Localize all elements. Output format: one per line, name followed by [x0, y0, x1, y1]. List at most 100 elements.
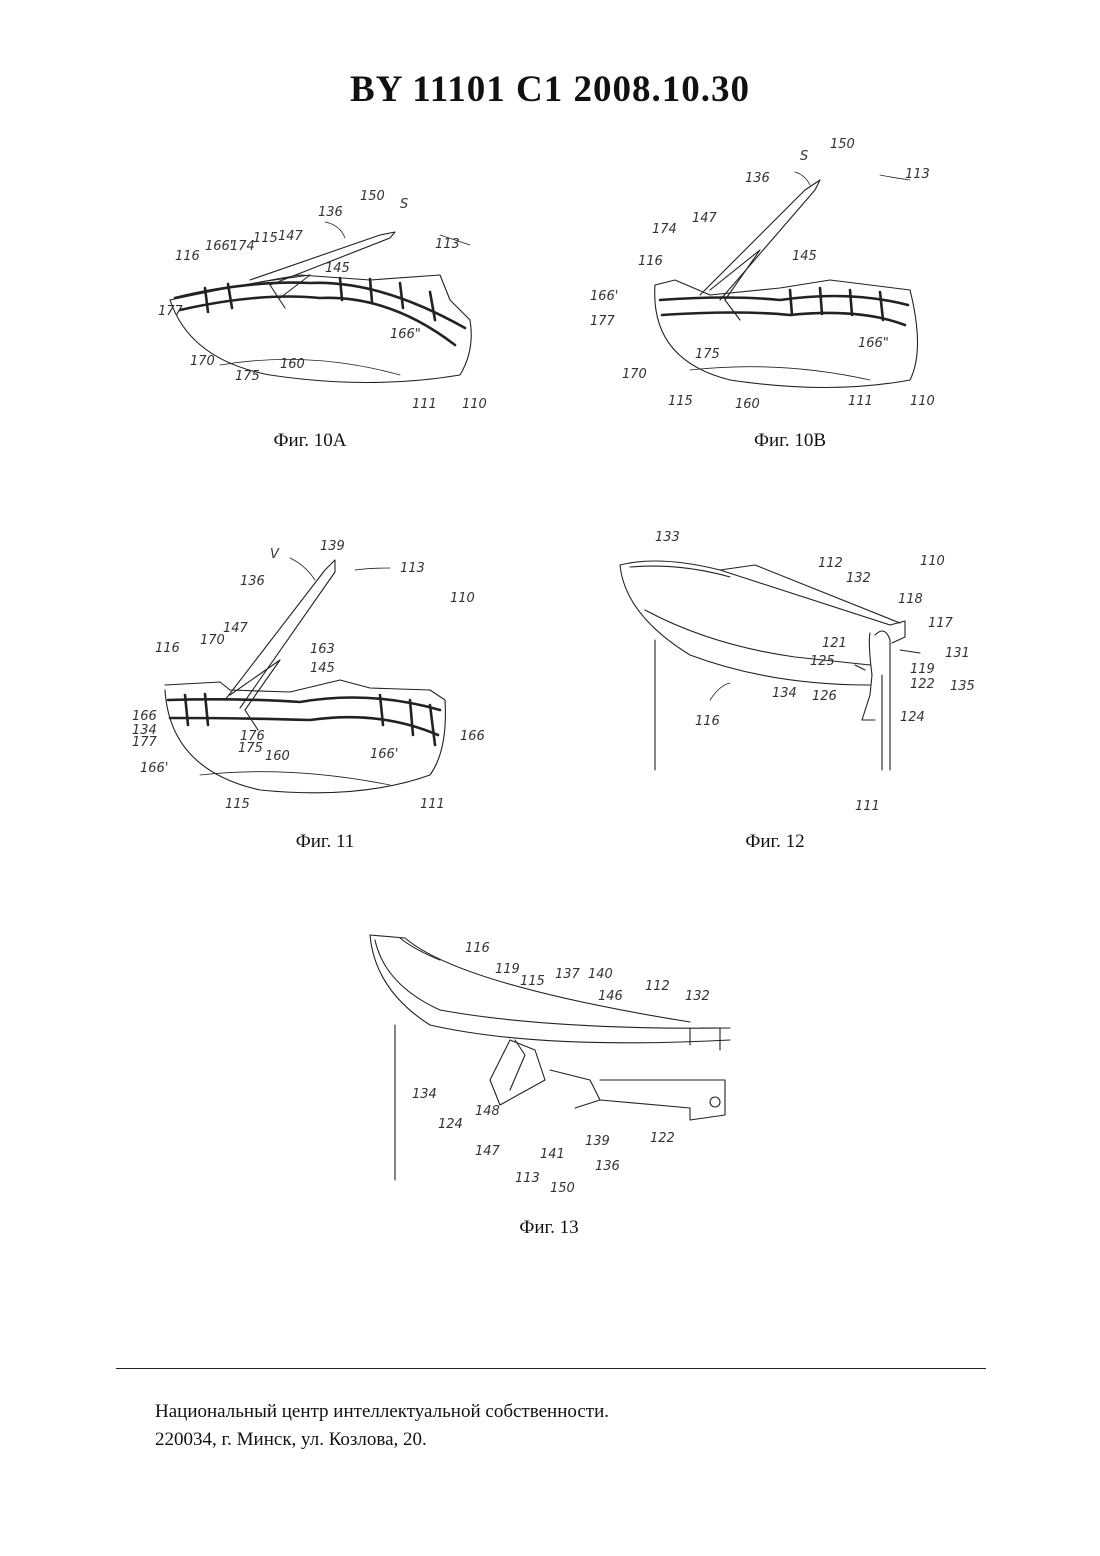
- fig10a-label: 116: [175, 249, 200, 264]
- fig10a-label: 145: [325, 261, 350, 276]
- fig12-label: 117: [928, 616, 954, 631]
- fig12-label: 126: [812, 689, 837, 704]
- fig10b-label: 174: [652, 222, 677, 237]
- fig10b-label: 145: [792, 249, 817, 264]
- fig13-label: 148: [475, 1104, 500, 1119]
- fig10a-label: 110: [462, 397, 487, 412]
- fig12-label: 133: [655, 530, 680, 545]
- fig12-label: 118: [898, 592, 923, 607]
- fig12-label: 119: [910, 662, 935, 677]
- fig10b-label: 147: [692, 211, 718, 226]
- fig13-label: 146: [598, 989, 623, 1004]
- fig12-label: 110: [920, 554, 945, 569]
- footer: Национальный центр интеллектуальной собс…: [155, 1398, 609, 1454]
- fig10a-label: 166": [390, 327, 421, 342]
- fig11-label: 160: [265, 749, 290, 764]
- fig11-label: 115: [225, 797, 250, 812]
- fig13-label: 122: [650, 1131, 675, 1146]
- fig10a-label: 170: [190, 354, 215, 369]
- fig13-label: 115: [520, 974, 545, 989]
- fig13-label: 150: [550, 1181, 575, 1196]
- fig13-label: 119: [495, 962, 520, 977]
- fig11-label: 163: [310, 642, 335, 657]
- figure-10b-caption: Фиг. 10B: [690, 430, 890, 452]
- fig13-label: 112: [645, 979, 670, 994]
- fig10b-label: 115: [668, 394, 693, 409]
- fig10b-label: 136: [745, 171, 770, 186]
- footer-divider: [116, 1368, 986, 1369]
- fig10b-label: 175: [695, 347, 720, 362]
- fig10b-label: 170: [622, 367, 647, 382]
- fig12-label: 134: [772, 686, 797, 701]
- fig11-label: 145: [310, 661, 335, 676]
- footer-line-1: Национальный центр интеллектуальной собс…: [155, 1398, 609, 1426]
- fig12-label: 112: [818, 556, 843, 571]
- fig11-label: 113: [400, 561, 425, 576]
- fig11-label: 147: [223, 621, 249, 636]
- figure-10a-caption: Фиг. 10A: [210, 430, 410, 452]
- fig11-label: 177: [132, 735, 158, 750]
- fig10b-label: 177: [590, 314, 616, 329]
- figure-10b-svg: S 150 136 113 174 147 116 145 166' 177 1…: [580, 130, 950, 420]
- figure-10a-svg: 136 150 S 116 166' 174 115 147 113 145 1…: [150, 180, 500, 420]
- fig11-label: 166': [370, 747, 398, 762]
- fig12-label: 116: [695, 714, 720, 729]
- fig10a-label: 150: [360, 189, 385, 204]
- figure-12-caption: Фиг. 12: [675, 831, 875, 853]
- fig13-label: 124: [438, 1117, 463, 1132]
- fig10a-label: 147: [278, 229, 304, 244]
- fig10b-label: 110: [910, 394, 935, 409]
- fig13-label: 137: [555, 967, 581, 982]
- fig13-label: 134: [412, 1087, 437, 1102]
- fig10b-label: 160: [735, 397, 760, 412]
- fig11-label: 116: [155, 641, 180, 656]
- figure-11-caption: Фиг. 11: [225, 831, 425, 853]
- figure-11-svg: V 139 113 136 110 116 170 147 163 145 16…: [130, 530, 500, 820]
- fig12-label: 132: [846, 571, 871, 586]
- fig11-label: V: [270, 547, 280, 562]
- fig12-label: 124: [900, 710, 925, 725]
- figure-10a-drawing: 136 150 S 116 166' 174 115 147 113 145 1…: [150, 180, 500, 420]
- fig12-label: 135: [950, 679, 975, 694]
- fig12-label: 111: [855, 799, 880, 814]
- fig10a-label: 113: [435, 237, 460, 252]
- fig10a-label: 111: [412, 397, 437, 412]
- fig12-label: 121: [822, 636, 847, 651]
- figure-13-caption: Фиг. 13: [449, 1217, 649, 1239]
- fig10a-label: 175: [235, 369, 260, 384]
- figure-13-svg: 116 119 115 137 140 112 132 146 134 148 …: [360, 930, 740, 1200]
- fig11-label: 166: [132, 709, 157, 724]
- fig11-label: 110: [450, 591, 475, 606]
- fig13-label: 113: [515, 1171, 540, 1186]
- fig10b-label: 113: [905, 167, 930, 182]
- fig11-label: 136: [240, 574, 265, 589]
- fig11-label: 139: [320, 539, 345, 554]
- fig10b-label: 166': [590, 289, 618, 304]
- fig13-label: 140: [588, 967, 613, 982]
- fig10b-label: 166": [858, 336, 889, 351]
- fig11-label: 170: [200, 633, 225, 648]
- fig10a-label: 177: [158, 304, 184, 319]
- fig10b-label: S: [800, 149, 808, 164]
- fig12-label: 125: [810, 654, 835, 669]
- fig12-label: 131: [945, 646, 970, 661]
- fig11-label: 111: [420, 797, 445, 812]
- fig13-label: 141: [540, 1147, 565, 1162]
- fig10a-label: 136: [318, 205, 343, 220]
- fig10b-label: 111: [848, 394, 873, 409]
- fig13-label: 132: [685, 989, 710, 1004]
- footer-line-2: 220034, г. Минск, ул. Козлова, 20.: [155, 1426, 609, 1454]
- fig13-label: 116: [465, 941, 490, 956]
- fig11-label: 166': [140, 761, 168, 776]
- fig13-label: 147: [475, 1144, 501, 1159]
- fig13-label: 136: [595, 1159, 620, 1174]
- fig10b-label: 150: [830, 137, 855, 152]
- fig10b-label: 116: [638, 254, 663, 269]
- fig12-label: 122: [910, 677, 935, 692]
- fig13-label: 139: [585, 1134, 610, 1149]
- figure-11-drawing: V 139 113 136 110 116 170 147 163 145 16…: [130, 530, 500, 820]
- fig10a-label: 160: [280, 357, 305, 372]
- fig10a-label: 174: [230, 239, 255, 254]
- fig11-label: 166: [460, 729, 485, 744]
- fig10a-label: 115: [253, 231, 278, 246]
